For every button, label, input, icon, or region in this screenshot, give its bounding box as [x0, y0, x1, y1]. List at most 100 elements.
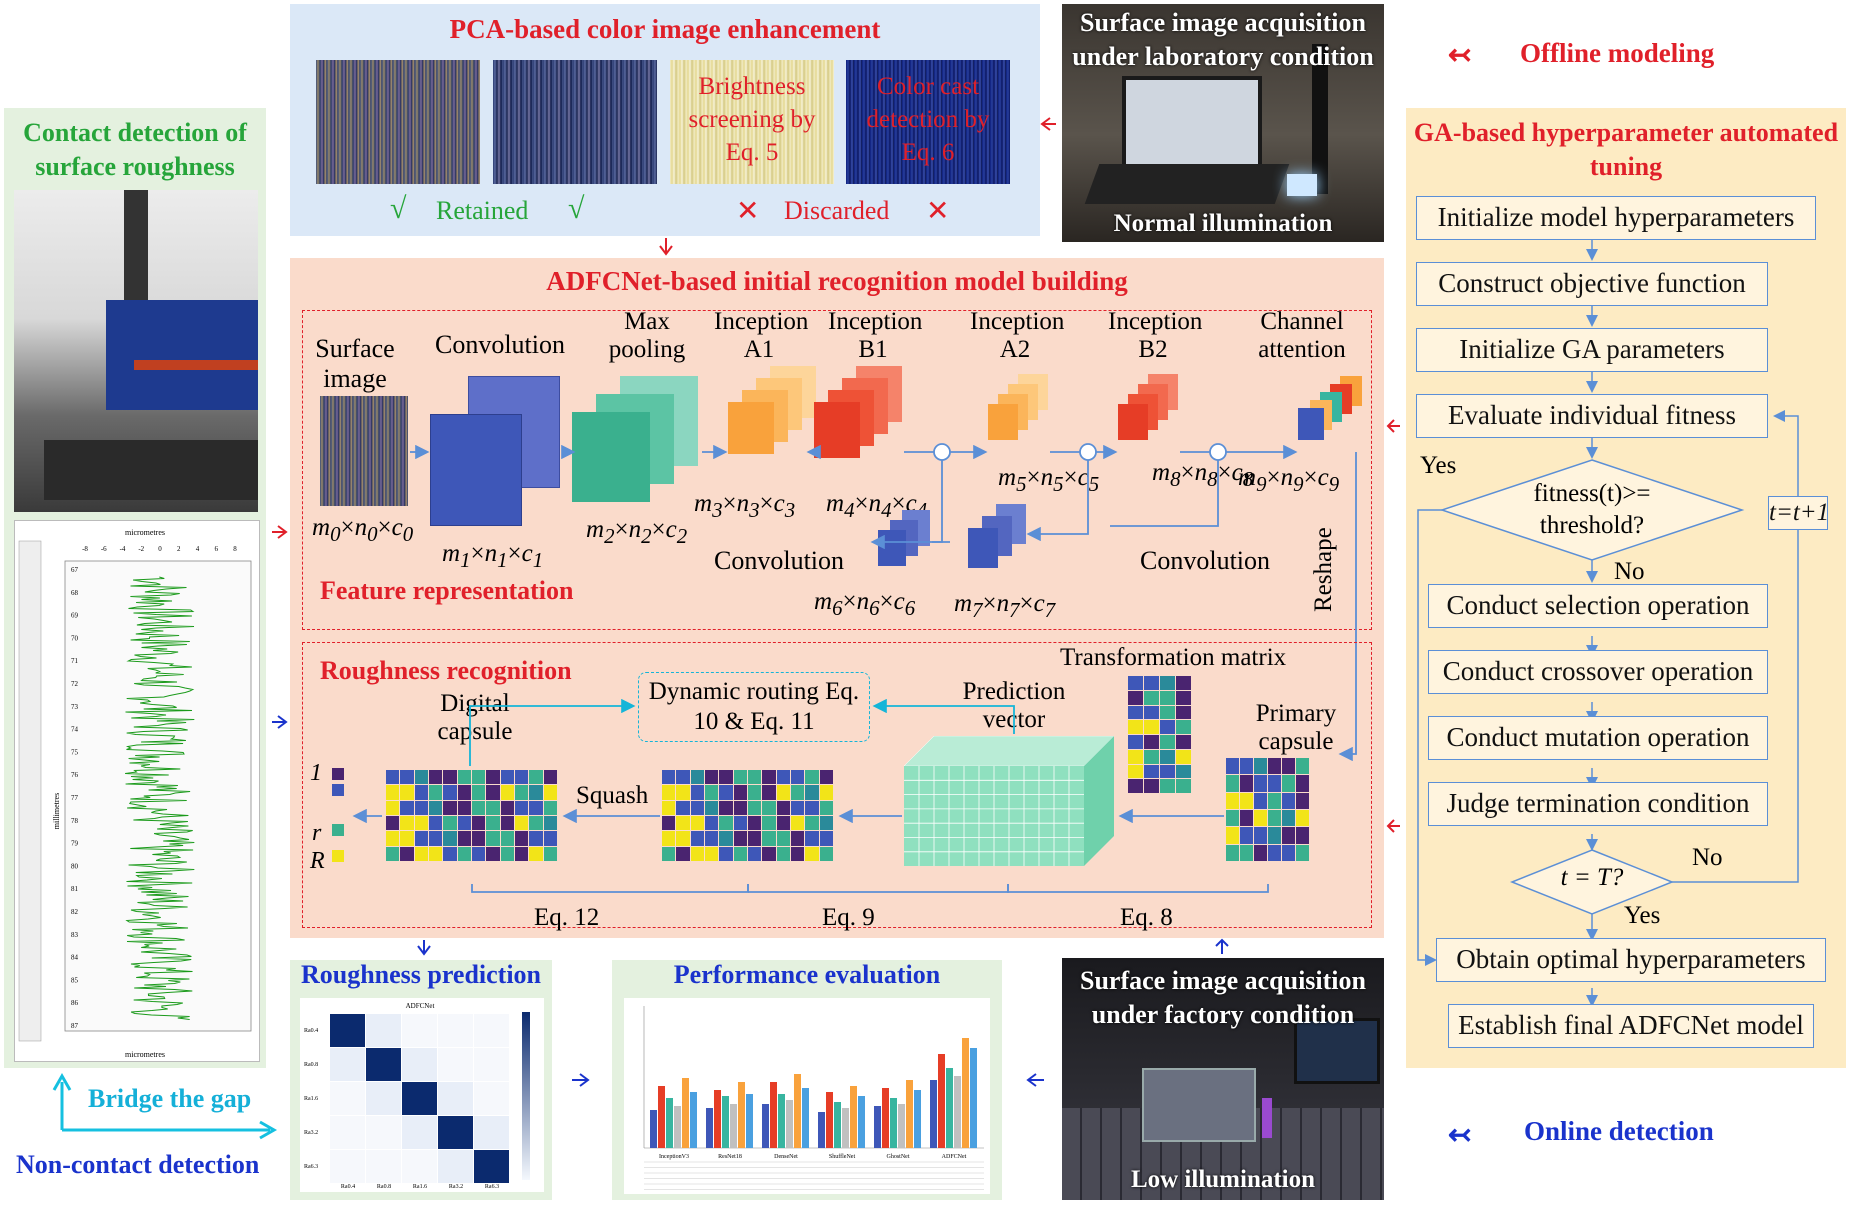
dim-part: 7 [1009, 598, 1020, 622]
online-arrow-icon: ↢ [1448, 1120, 1472, 1151]
prediction-vector-block [903, 735, 1115, 866]
pool-cube-1 [572, 412, 650, 502]
conv3-label: Convolution [1140, 546, 1271, 575]
squash-capsule-cell [676, 816, 690, 831]
squash-capsule-cell [662, 831, 676, 846]
perf-bar [714, 1090, 721, 1148]
ga-decision-t: t = T? [1560, 864, 1624, 891]
incb2-label: Inception B2 [1108, 308, 1203, 363]
primary-capsule-cell [1268, 844, 1281, 861]
digital-capsule-cell [500, 770, 514, 785]
squash-capsule-cell [805, 831, 819, 846]
primary-capsule-cell [1296, 844, 1309, 861]
cross-icon: ✕ [736, 196, 760, 227]
adfcnet-title: ADFCNet-based initial recognition model … [546, 266, 1128, 296]
perf-bar [650, 1110, 657, 1148]
squash-capsule-cell [762, 785, 776, 800]
profile-yticks: 6768697071727374757677787980818283848586… [71, 566, 79, 1030]
channel-label: Channel attention [1258, 308, 1346, 363]
primary-capsule-cell [1282, 775, 1295, 792]
perf-bar [658, 1086, 665, 1148]
cm-cell [366, 1014, 401, 1047]
squash-capsule-cell [676, 785, 690, 800]
dim-part: 7 [1044, 598, 1056, 622]
squash-capsule-cell [662, 846, 676, 861]
digital-capsule-cell [429, 816, 443, 831]
profile-xtick: -6 [101, 545, 107, 553]
dim-m7: m7×n7×c7 [954, 590, 1055, 623]
dim-part: 6 [904, 596, 916, 620]
factory-title: Surface image acquisition under factory … [1080, 966, 1366, 1029]
squash-capsule-cell [705, 770, 719, 785]
digital-capsule-cell [500, 800, 514, 815]
transform-cell [1144, 676, 1159, 690]
dim-part: c [1231, 459, 1243, 486]
dim-part: 1 [497, 548, 508, 572]
dim-part: m [586, 516, 605, 543]
dim-part: 1 [532, 548, 544, 572]
transform-cell [1144, 735, 1159, 749]
output-1: 1 [310, 760, 322, 786]
perf-bar [882, 1088, 889, 1148]
digital-capsule-cell [486, 770, 500, 785]
transform-cell [1176, 705, 1191, 720]
squash-capsule-cell [662, 816, 676, 831]
digital-capsule-cell [457, 800, 471, 815]
pca-image-4 [846, 60, 1010, 184]
squash-capsule-cell [690, 816, 704, 831]
squash-capsule-cell [705, 831, 719, 846]
squash-capsule-cell [762, 770, 776, 785]
digital-capsule-cell [414, 846, 428, 861]
instrument-head [106, 300, 258, 410]
ga-step-evaluate: Evaluate individual fitness [1416, 394, 1768, 438]
perf-bar [906, 1080, 913, 1148]
contact-panel: Contact detection of surface roughness m… [4, 108, 266, 1068]
perf-bar [770, 1082, 777, 1148]
squash-capsule-cell [762, 846, 776, 861]
cm-cell [330, 1014, 365, 1047]
perf-bar [746, 1094, 753, 1148]
cm-cell [438, 1048, 473, 1081]
squash-capsule-cell [819, 846, 833, 861]
digital-capsule-cell [386, 831, 400, 846]
perf-bar [690, 1092, 697, 1148]
transform-cell [1128, 705, 1143, 720]
primary-capsule-cell [1254, 844, 1267, 861]
cm-row-label: Ra6.3 [304, 1164, 318, 1170]
dim-part: 8 [1242, 467, 1254, 491]
profile-ytick: 83 [71, 931, 79, 939]
digital-capsule-cell [529, 831, 543, 846]
dim-part: 2 [604, 524, 615, 548]
digital-capsule-cell [543, 770, 557, 785]
transform-cell [1128, 720, 1143, 734]
ga-step-mutation: Conduct mutation operation [1428, 716, 1768, 760]
check-icon: √ [390, 192, 407, 225]
transform-cell [1176, 690, 1191, 705]
primary-capsule-cell [1240, 792, 1253, 809]
ga-step-obtain: Obtain optimal hyperparameters [1436, 938, 1826, 982]
digital-capsule-cell [457, 770, 471, 785]
squash-capsule-cell [762, 800, 776, 815]
cm-col-label: Ra0.4 [341, 1184, 355, 1190]
profile-ytick: 80 [71, 862, 79, 870]
cm-cell [438, 1150, 473, 1183]
perf-bar [794, 1074, 801, 1148]
online-label: Online detection [1524, 1116, 1714, 1146]
dim-part: × [1063, 464, 1078, 491]
transform-cell [1160, 779, 1175, 793]
perf-model-label: DenseNet [774, 1154, 798, 1160]
cm-cell [438, 1014, 473, 1047]
profilometer-photo [14, 190, 258, 512]
squash-capsule-cell [776, 846, 790, 861]
squash-capsule-cell [662, 785, 676, 800]
cm-cell [366, 1048, 401, 1081]
digital-capsule-cell [486, 831, 500, 846]
cm-col-label: Ra3.2 [449, 1184, 463, 1190]
noncontact-label: Non-contact detection [16, 1150, 260, 1179]
profile-ytick: 72 [71, 680, 79, 688]
primary-capsule-cell [1240, 827, 1253, 844]
conv3-cube-1 [968, 528, 998, 568]
squash-capsule-cell [676, 770, 690, 785]
dim-part: 9 [1256, 472, 1267, 496]
